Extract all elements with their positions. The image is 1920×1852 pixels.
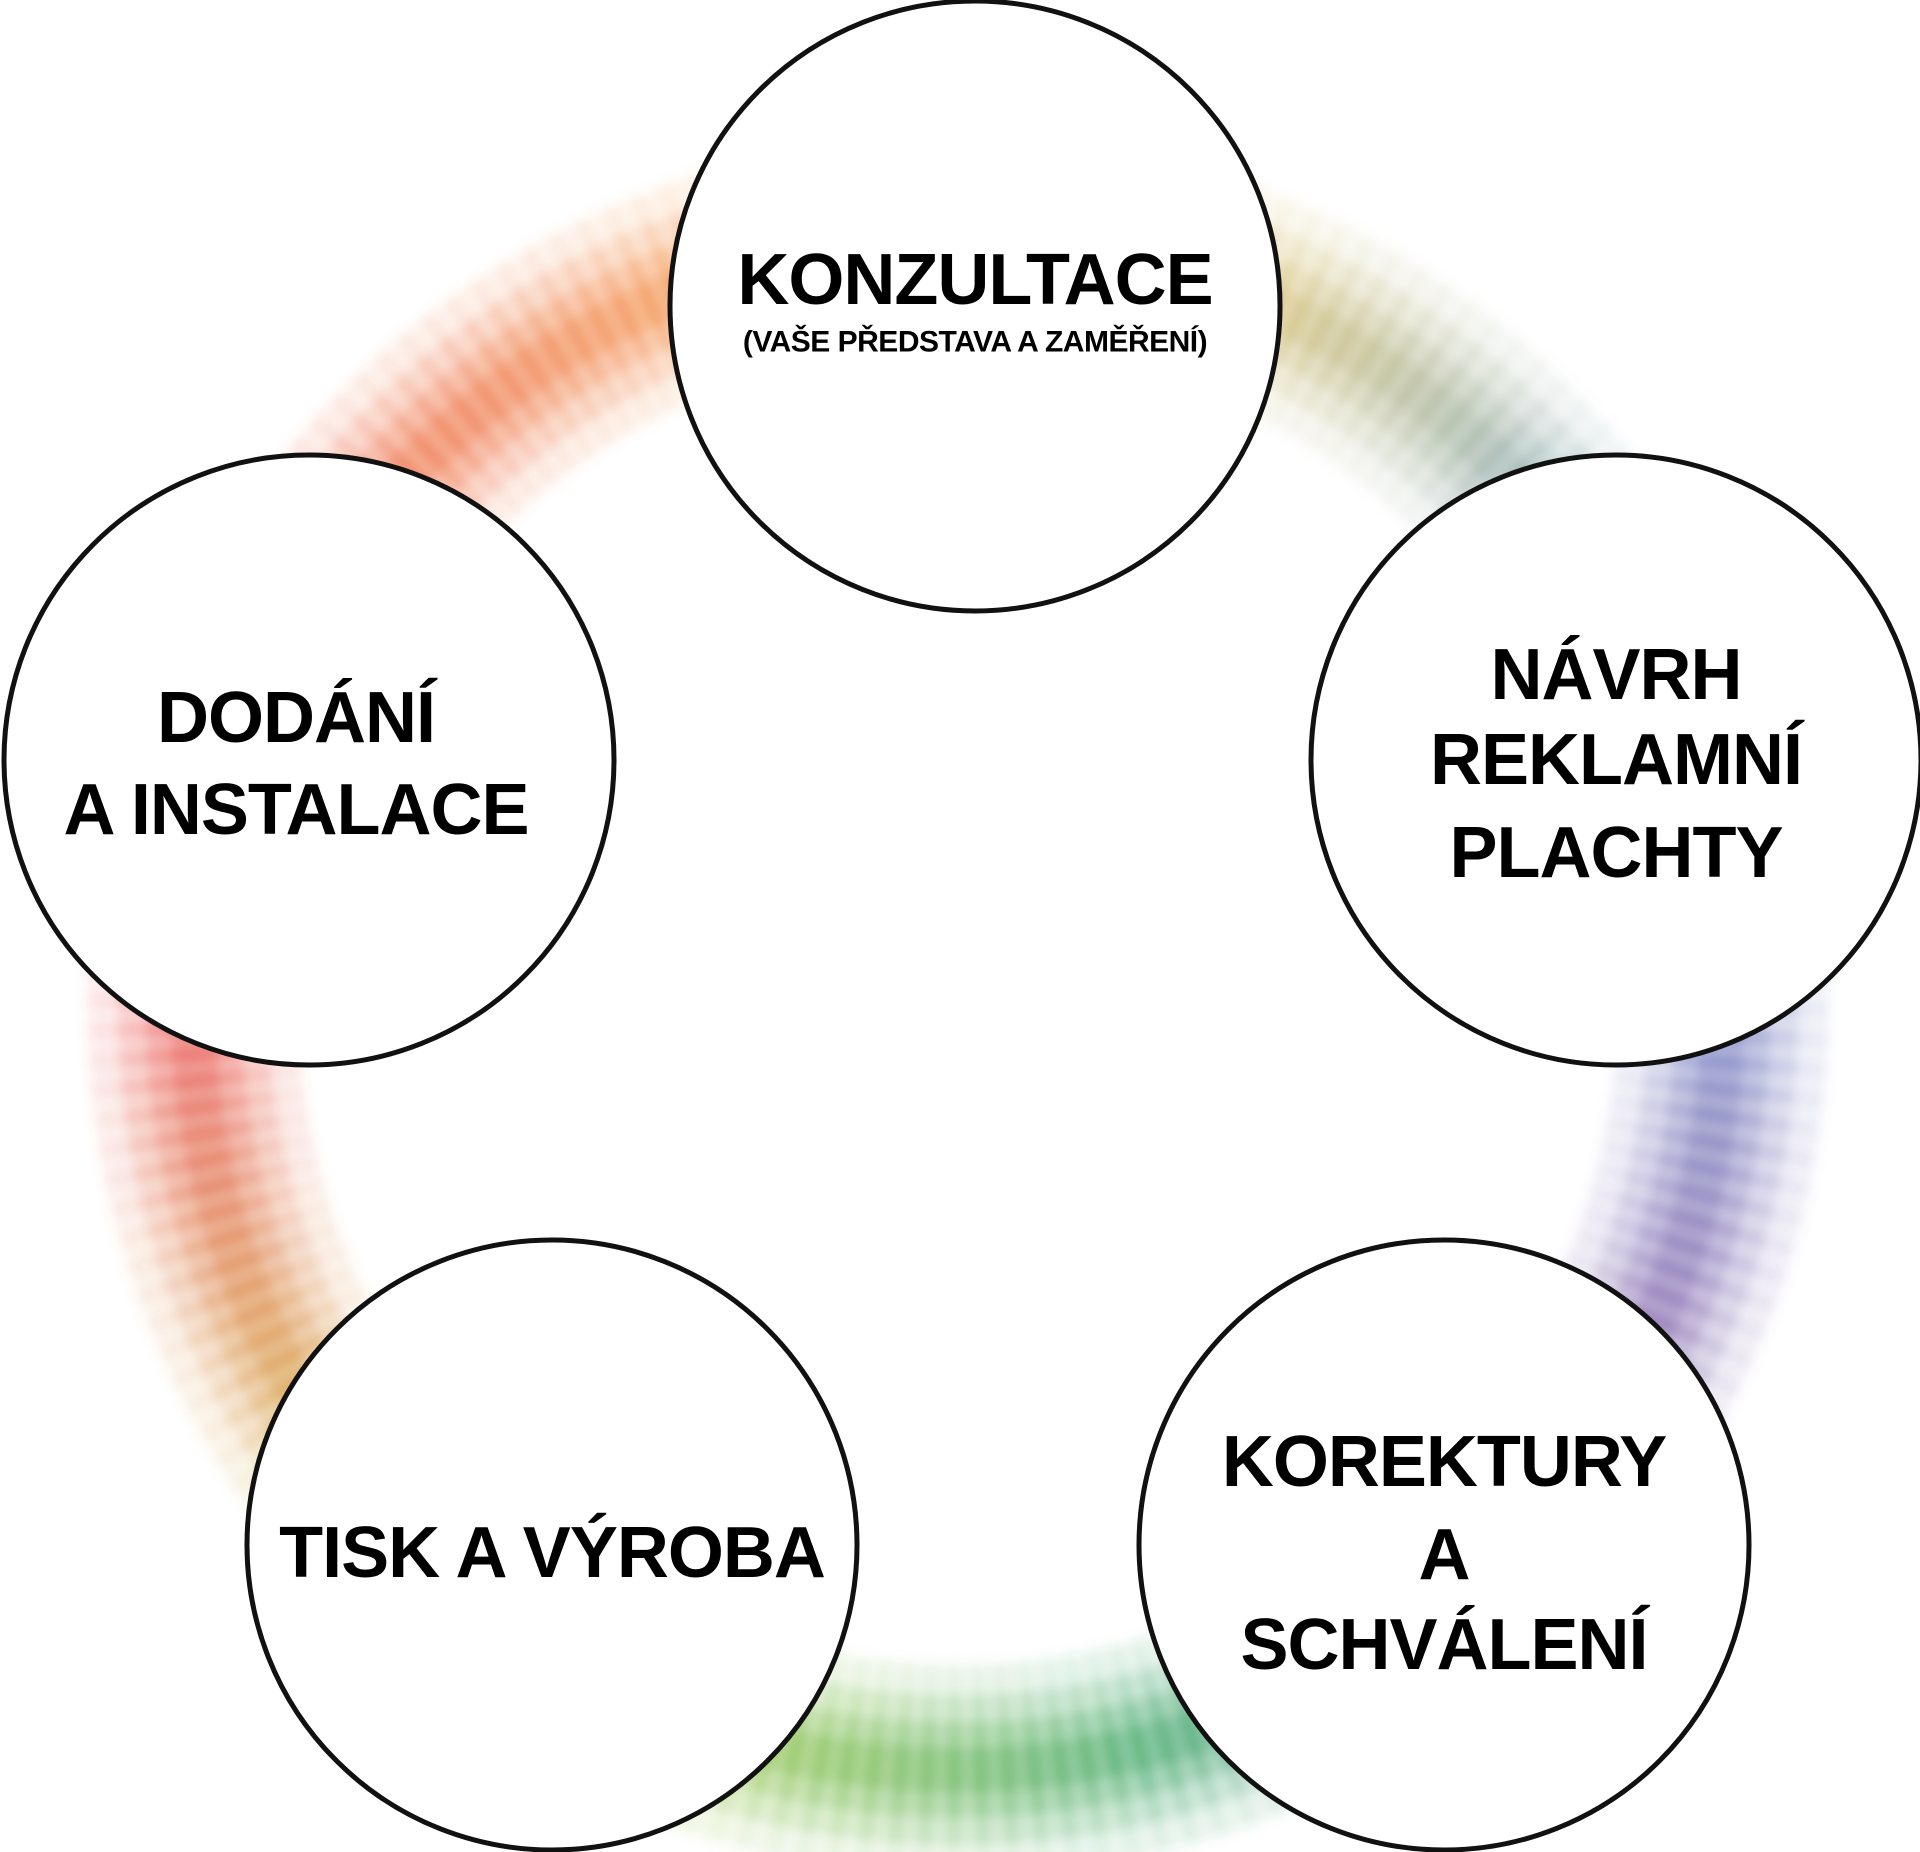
- step-line: SCHVÁLENÍ: [1240, 1605, 1650, 1685]
- step-line: A INSTALACE: [64, 770, 529, 850]
- step-circle: [667, 0, 1283, 614]
- step-title: KONZULTACE: [737, 240, 1212, 320]
- step-konzultace: KONZULTACE (VAŠE PŘEDSTAVA A ZAMĚŘENÍ): [667, 0, 1283, 614]
- step-circle: [1136, 1237, 1752, 1852]
- step-line: DODÁNÍ: [157, 678, 438, 758]
- step-line: PLACHTY: [1450, 813, 1783, 893]
- step-line: A: [1419, 1515, 1470, 1595]
- step-tisk: TISK A VÝROBA: [244, 1237, 860, 1852]
- step-circle: [1308, 452, 1920, 1068]
- step-circle: [1, 452, 617, 1068]
- step-line: NÁVRH: [1490, 635, 1741, 715]
- step-subtitle: (VAŠE PŘEDSTAVA A ZAMĚŘENÍ): [743, 325, 1207, 359]
- step-dodani: DODÁNÍ A INSTALACE: [1, 452, 617, 1068]
- step-line: REKLAMNÍ: [1430, 720, 1805, 800]
- step-line: KOREKTURY: [1222, 1422, 1666, 1502]
- step-korektury: KOREKTURY A SCHVÁLENÍ: [1136, 1237, 1752, 1852]
- step-circle: [244, 1237, 860, 1852]
- step-navrh: NÁVRH REKLAMNÍ PLACHTY: [1308, 452, 1920, 1068]
- step-line: TISK A VÝROBA: [279, 1512, 825, 1593]
